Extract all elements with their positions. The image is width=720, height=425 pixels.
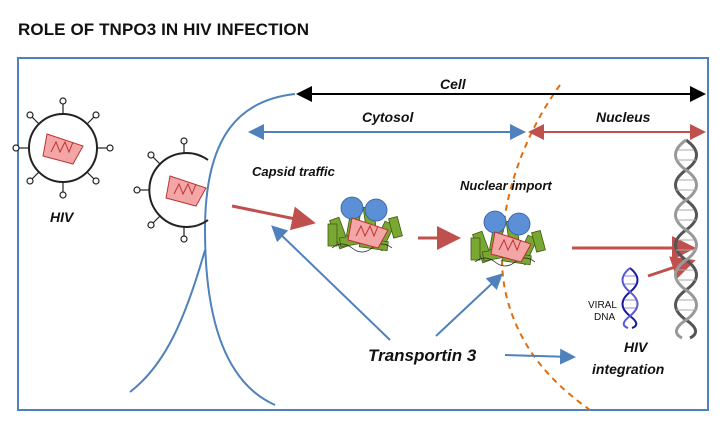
- nucleus-label: Nucleus: [596, 109, 651, 125]
- viral-dna-label-line2: DNA: [594, 312, 615, 323]
- viral-dna-helix: [621, 267, 639, 329]
- capsid-traffic-label: Capsid traffic: [252, 164, 336, 179]
- transportin-3-label: Transportin 3: [368, 346, 477, 365]
- capsid-traffic-arrow: [231, 204, 316, 231]
- viral-dna-label-line1: VIRAL: [588, 300, 617, 311]
- fusing-virion: [133, 137, 209, 243]
- hiv-integration-label-line2: integration: [592, 361, 664, 377]
- viral-dna-insert-arrow: [647, 256, 696, 280]
- page-title: ROLE OF TNPO3 IN HIV INFECTION: [18, 20, 310, 39]
- diagram-frame: [17, 57, 709, 411]
- cell-membrane: [203, 93, 296, 406]
- hiv-label: HIV: [50, 209, 75, 225]
- hiv-integration-label-line1: HIV: [624, 339, 649, 355]
- nuclear-membrane: [500, 84, 591, 411]
- transportin-to-import-arrow: [435, 273, 503, 337]
- capsid-transportin-complex-cytosol: [327, 196, 403, 253]
- cell-membrane-lower: [129, 249, 206, 393]
- nuclear-import-label: Nuclear import: [460, 178, 552, 193]
- cell-label: Cell: [440, 76, 467, 92]
- capsid-transportin-complex-pore: [470, 210, 546, 267]
- host-chromosome-helix: [674, 138, 698, 340]
- hiv-virion: [12, 97, 114, 199]
- transportin-to-capsid-arrow: [271, 225, 391, 341]
- cytosol-label: Cytosol: [362, 109, 414, 125]
- transportin-to-integration-arrow: [504, 348, 576, 365]
